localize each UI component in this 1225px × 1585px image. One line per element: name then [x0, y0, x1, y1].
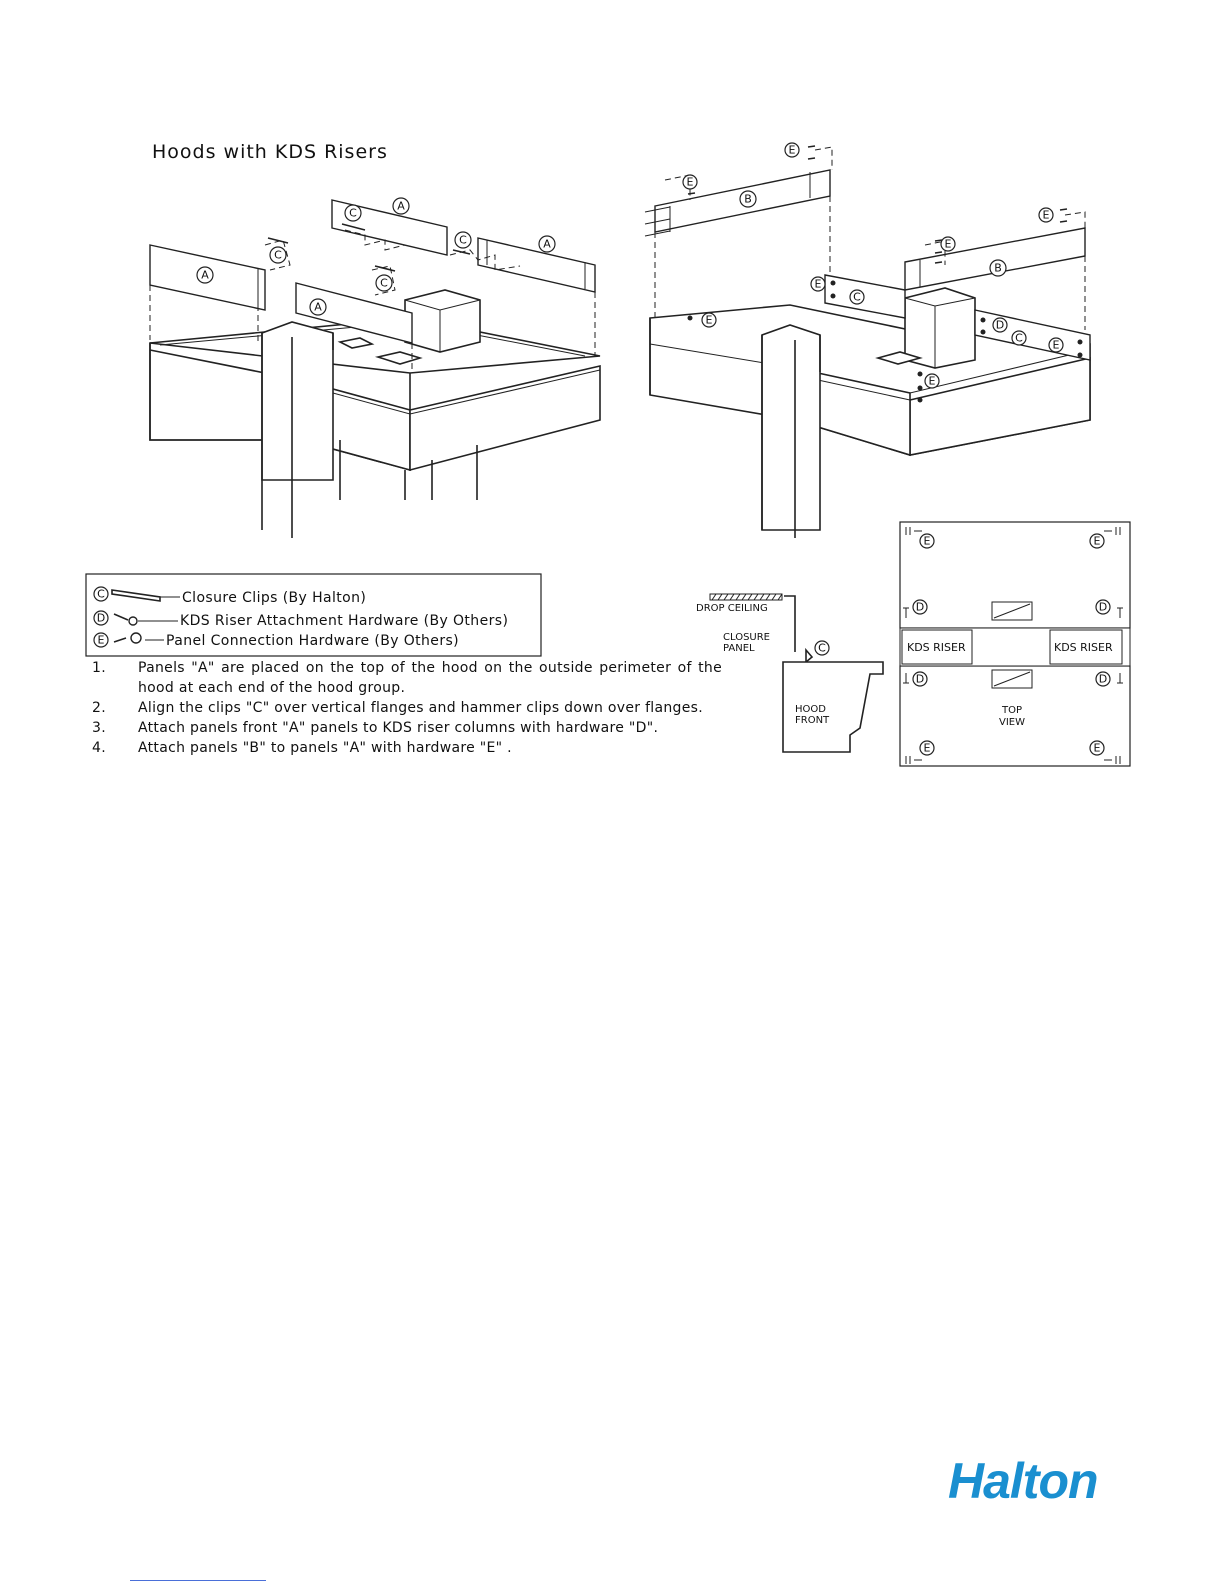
halton-logo: Halton	[948, 1453, 1099, 1509]
part-label-e: E	[1043, 209, 1050, 222]
part-label-b: B	[744, 193, 752, 206]
step-text: Attach panels front "A" panels to KDS ri…	[138, 720, 659, 736]
panel-bolt-icon	[113, 632, 164, 644]
installation-steps: 1. Panels "A" are placed on the top of t…	[92, 658, 722, 758]
step-item: 4. Attach panels "B" to panels "A" with …	[92, 738, 722, 758]
footer-rule	[130, 1580, 266, 1581]
part-label-c: C	[1015, 332, 1023, 345]
step-text: Attach panels "B" to panels "A" with har…	[138, 740, 512, 756]
part-label-e: E	[1094, 535, 1101, 548]
part-label-e: E	[924, 535, 931, 548]
left-isometric-view: A A A A C C C C	[149, 197, 601, 538]
kds-riser-left: KDS RISER	[907, 641, 966, 654]
step-number: 1.	[92, 660, 106, 676]
diagram-title: Hoods with KDS Risers	[152, 141, 388, 163]
step-item: 2. Align the clips "C" over vertical fla…	[92, 698, 722, 718]
part-label-a: A	[543, 238, 551, 251]
kds-riser-right: KDS RISER	[1054, 641, 1113, 654]
hood-front-label: FRONT	[795, 715, 830, 726]
part-label-c: C	[459, 234, 467, 247]
top-view: KDS RISER KDS RISER TOP VIEW E E D D D D…	[899, 521, 1131, 767]
closure-panel-label: CLOSURE	[723, 632, 770, 643]
part-label-a: A	[314, 301, 322, 314]
part-label-c: C	[380, 277, 388, 290]
svg-text:C: C	[97, 588, 105, 601]
part-label-d: D	[916, 673, 924, 686]
part-label-e: E	[924, 742, 931, 755]
part-label-d: D	[996, 319, 1004, 332]
part-label-c: C	[349, 207, 357, 220]
part-label-a: A	[397, 200, 405, 213]
top-view-label: VIEW	[999, 717, 1025, 728]
part-label-e: E	[815, 278, 822, 291]
step-number: 4.	[92, 740, 106, 756]
drop-ceiling-label: DROP CEILING	[696, 603, 768, 614]
part-label-e: E	[687, 176, 694, 189]
top-view-label: TOP	[1001, 705, 1022, 716]
svg-text:D: D	[97, 612, 105, 625]
step-number: 2.	[92, 700, 106, 716]
part-label-e: E	[1053, 339, 1060, 352]
part-label-c: C	[818, 642, 826, 655]
part-label-b: B	[994, 262, 1002, 275]
riser-bolt-icon	[113, 613, 178, 626]
part-label-e: E	[789, 144, 796, 157]
part-label-d: D	[1099, 673, 1107, 686]
legend-riser-hardware: KDS Riser Attachment Hardware (By Others…	[180, 613, 508, 629]
step-item: 1. Panels "A" are placed on the top of t…	[92, 658, 722, 698]
step-number: 3.	[92, 720, 106, 736]
part-label-c: C	[274, 249, 282, 262]
step-text: Align the clips "C" over vertical flange…	[138, 700, 703, 716]
svg-text:E: E	[98, 634, 105, 647]
section-detail: DROP CEILING CLOSURE PANEL C HOOD FRONT	[696, 593, 884, 753]
part-label-a: A	[201, 269, 209, 282]
part-label-e: E	[1094, 742, 1101, 755]
hardware-legend: C Closure Clips (By Halton) D KDS Riser …	[85, 573, 542, 657]
part-label-d: D	[1099, 601, 1107, 614]
hood-front-label: HOOD	[795, 704, 826, 715]
part-label-c: C	[853, 291, 861, 304]
legend-closure-clips: Closure Clips (By Halton)	[182, 590, 366, 606]
part-label-e: E	[706, 314, 713, 327]
part-label-e: E	[945, 238, 952, 251]
right-isometric-view: B B E E E E E E E E C C D	[644, 142, 1091, 538]
step-text: Panels "A" are placed on the top of the …	[138, 660, 722, 696]
closure-clip-icon	[111, 589, 180, 602]
closure-panel-label: PANEL	[723, 643, 755, 654]
legend-panel-hardware: Panel Connection Hardware (By Others)	[166, 633, 459, 649]
step-item: 3. Attach panels front "A" panels to KDS…	[92, 718, 722, 738]
part-label-e: E	[929, 375, 936, 388]
part-label-d: D	[916, 601, 924, 614]
